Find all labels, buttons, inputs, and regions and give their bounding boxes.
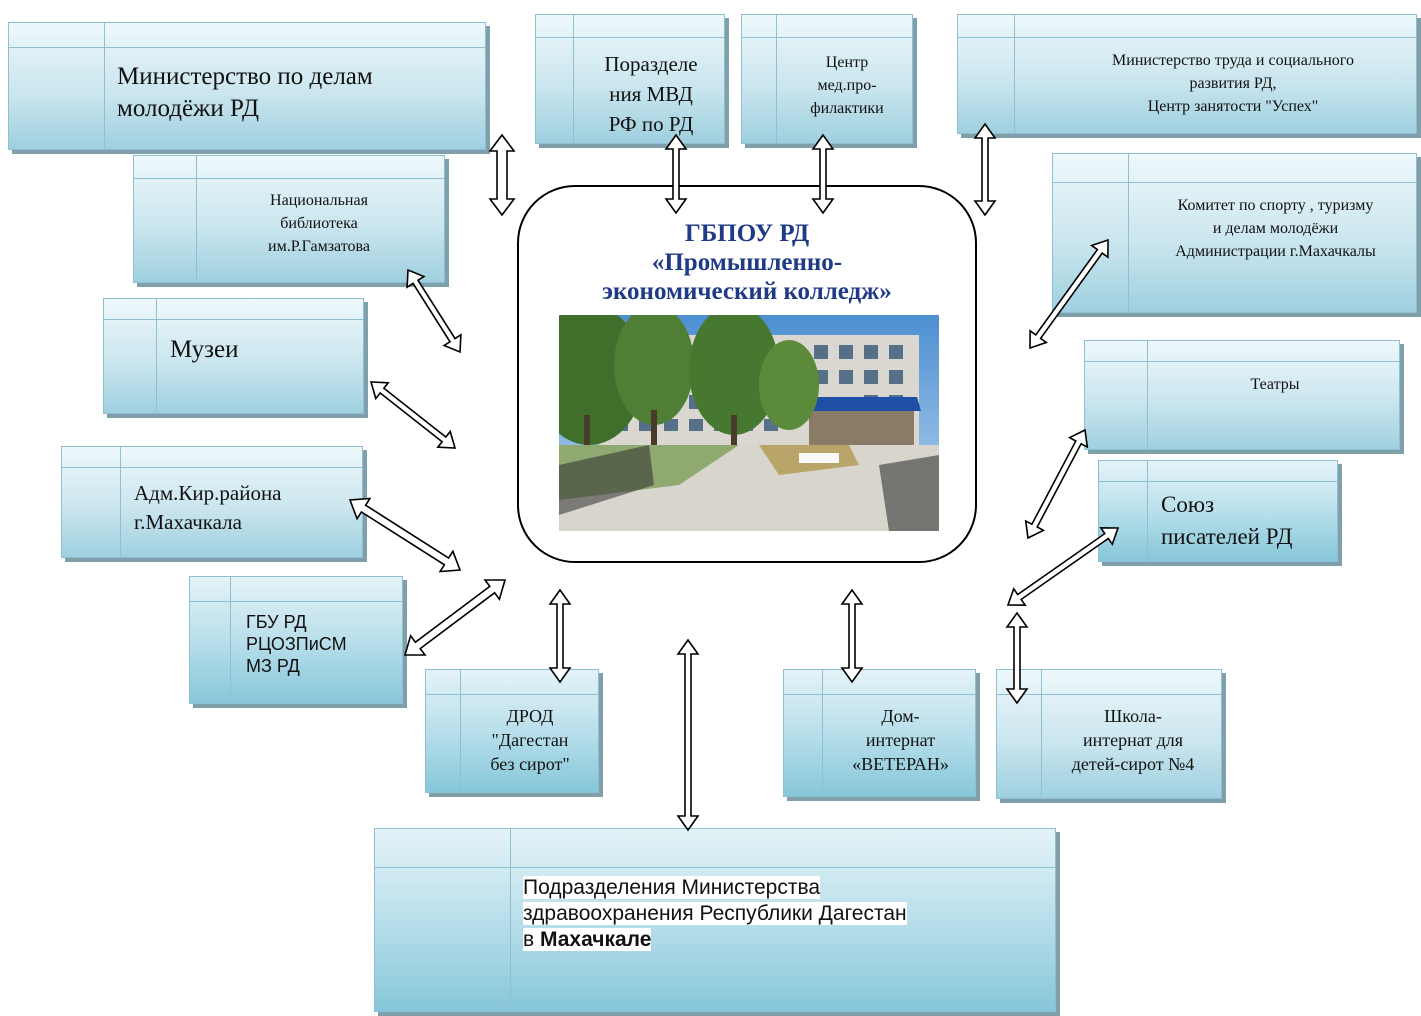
arrow-veteran	[840, 588, 864, 684]
node-mvd: Поразделе ния МВД РФ по РД	[535, 14, 725, 144]
health-line-1: Подразделения Министерства	[523, 876, 821, 899]
arrow-library	[406, 268, 462, 354]
node-med-center: Центр мед.про- филактики	[741, 14, 913, 144]
arrow-school	[1005, 611, 1029, 705]
node-ministry-youth: Министерство по делам молодёжи РД	[8, 22, 486, 150]
node-theaters-label: Театры	[1250, 376, 1300, 393]
arrow-sport	[1029, 238, 1109, 350]
arrow-writers	[1006, 526, 1120, 607]
health-line-2: здравоохранения Республики Дагестан	[523, 902, 907, 925]
node-museums: Музеи	[103, 298, 364, 414]
health-line-3-prefix: в	[523, 928, 540, 951]
node-school-label: Школа- интернат для детей-сирот №4	[1071, 706, 1195, 774]
arrow-med-center	[811, 133, 835, 215]
node-gbu: ГБУ РД РЦОЗПиСМ МЗ РД	[189, 576, 403, 704]
node-library: Национальная библиотека им.Р.Гамзатова	[133, 155, 445, 283]
node-health-ministry-label: Подразделения Министерства здравоохранен…	[523, 875, 907, 953]
node-library-label: Национальная библиотека им.Р.Гамзатова	[268, 192, 370, 255]
node-veteran: Дом- интернат «ВЕТЕРАН»	[783, 669, 976, 797]
node-gbu-label: ГБУ РД РЦОЗПиСМ МЗ РД	[246, 612, 347, 676]
center-title: ГБПОУ РД «Промышленно- экономический кол…	[602, 220, 892, 305]
node-health-ministry: Подразделения Министерства здравоохранен…	[374, 828, 1056, 1012]
arrow-mvd	[664, 133, 688, 215]
node-adm-kir: Адм.Кир.района г.Махачкала	[61, 446, 363, 558]
arrow-ministry-youth	[488, 133, 516, 217]
node-ministry-labor-label: Министерство труда и социального развити…	[1112, 52, 1354, 115]
node-ministry-youth-label: Министерство по делам молодёжи РД	[117, 63, 373, 122]
center-node-college: ГБПОУ РД «Промышленно- экономический кол…	[517, 185, 977, 563]
node-ministry-labor: Министерство труда и социального развити…	[957, 14, 1417, 134]
node-sport-committee-label: Комитет по спорту , туризму и делам моло…	[1175, 197, 1376, 260]
node-drod: ДРОД "Дагестан без сирот"	[425, 669, 599, 793]
node-theaters: Театры	[1084, 340, 1400, 450]
arrow-drod	[548, 588, 572, 684]
node-sport-committee: Комитет по спорту , туризму и делам моло…	[1052, 153, 1417, 313]
arrow-gbu	[403, 579, 507, 656]
college-photo	[559, 315, 939, 531]
arrow-theaters	[1024, 428, 1089, 540]
arrow-museums	[369, 381, 457, 449]
arrow-health	[676, 638, 700, 832]
node-veteran-label: Дом- интернат «ВЕТЕРАН»	[852, 706, 949, 774]
arrow-ministry-labor	[973, 122, 997, 217]
node-drod-label: ДРОД "Дагестан без сирот"	[490, 706, 570, 774]
node-mvd-label: Поразделе ния МВД РФ по РД	[604, 52, 698, 136]
node-med-center-label: Центр мед.про- филактики	[810, 54, 884, 117]
node-writers-union-label: Союз писателей РД	[1161, 492, 1293, 549]
node-adm-kir-label: Адм.Кир.района г.Махачкала	[134, 481, 282, 534]
node-school: Школа- интернат для детей-сирот №4	[996, 669, 1222, 799]
node-writers-union: Союз писателей РД	[1098, 460, 1338, 562]
node-museums-label: Музеи	[170, 336, 239, 363]
arrow-adm-kir	[348, 497, 462, 573]
health-line-3-bold: Махачкале	[540, 928, 652, 951]
